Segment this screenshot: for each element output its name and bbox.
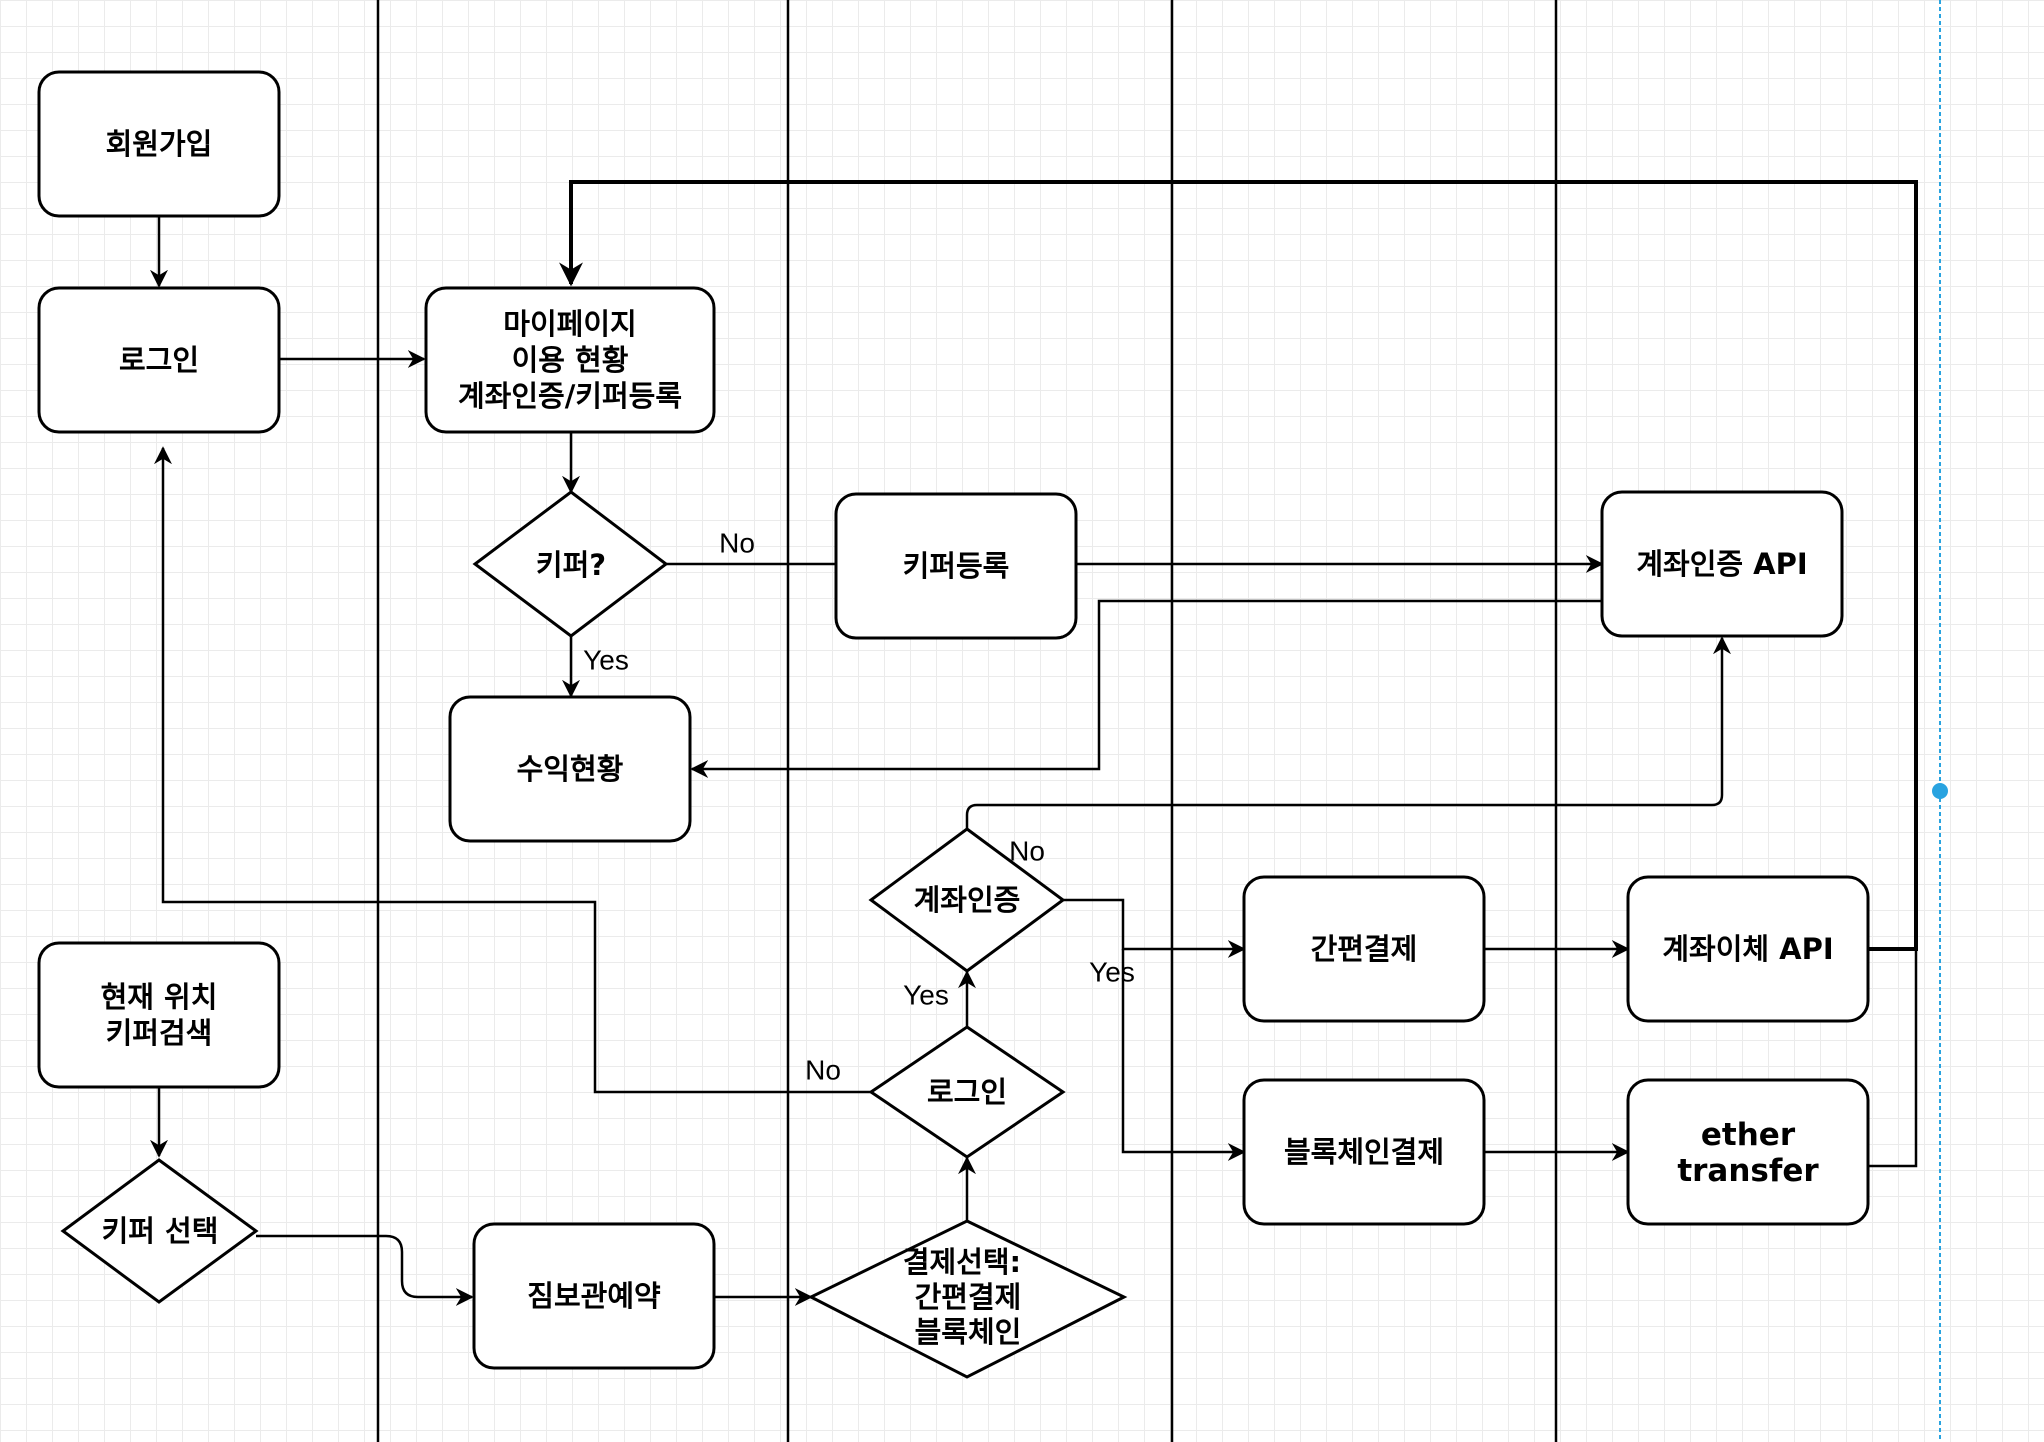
node-mypage-line-2: 이용 현황 xyxy=(512,343,629,377)
node-login-label: 로그인 xyxy=(119,343,199,377)
node-mypage[interactable]: 마이페이지 이용 현황 계좌인증/키퍼등록 xyxy=(424,286,716,434)
label-auth-no: No xyxy=(1009,836,1045,867)
edge-auth-check-simple-pay[interactable] xyxy=(1063,898,1246,958)
node-payment-select[interactable]: 결제선택: 간편결제 블록체인 xyxy=(807,1219,1128,1379)
node-location-search-line-2: 키퍼검색 xyxy=(106,1016,213,1050)
node-payment-select-line-2: 간편결제 xyxy=(915,1280,1022,1314)
label-keeper-yes: Yes xyxy=(583,645,629,676)
label-login-yes: Yes xyxy=(903,980,949,1011)
node-ether-transfer-line-1: ether xyxy=(1701,1117,1796,1153)
node-keeper-select-label: 키퍼 선택 xyxy=(102,1214,219,1248)
node-account-auth-api-label: 계좌인증 API xyxy=(1636,547,1807,581)
node-mypage-line-1: 마이페이지 xyxy=(503,307,636,341)
node-payment-select-line-1: 결제선택: xyxy=(903,1245,1021,1279)
edges xyxy=(150,180,1918,1306)
node-blockchain-pay-label: 블록체인결제 xyxy=(1284,1135,1444,1169)
node-account-auth-api[interactable]: 계좌인증 API xyxy=(1600,490,1844,638)
node-account-transfer-api[interactable]: 계좌이체 API xyxy=(1626,875,1870,1023)
node-keeper-check[interactable]: 키퍼? xyxy=(472,490,669,638)
node-keeper-register[interactable]: 키퍼등록 xyxy=(834,492,1078,640)
edge-transfer-api-mypage[interactable] xyxy=(559,180,1918,951)
node-keeper-check-label: 키퍼? xyxy=(536,548,606,582)
node-login-check[interactable]: 로그인 xyxy=(868,1025,1066,1159)
node-location-search[interactable]: 현재 위치 키퍼검색 xyxy=(37,941,281,1089)
nodes: 회원가입 로그인 마이페이지 이용 현황 계좌인증/키퍼등록 키퍼? 키퍼등록 … xyxy=(37,70,1870,1379)
label-login-no: No xyxy=(805,1055,841,1086)
node-simple-pay[interactable]: 간편결제 xyxy=(1242,875,1486,1023)
node-location-search-line-1: 현재 위치 xyxy=(101,980,218,1014)
node-login-check-label: 로그인 xyxy=(927,1075,1007,1109)
node-simple-pay-label: 간편결제 xyxy=(1311,932,1418,966)
edge-labels: No Yes No Yes Yes No xyxy=(583,528,1135,1086)
node-storage-reserve[interactable]: 짐보관예약 xyxy=(472,1222,716,1370)
node-earnings-label: 수익현황 xyxy=(517,752,624,786)
edge-ether-mypage[interactable] xyxy=(1868,949,1918,1168)
node-account-auth-check-label: 계좌인증 xyxy=(914,883,1021,917)
selection-handle[interactable] xyxy=(1932,783,1948,799)
edge-keeper-select-reserve[interactable] xyxy=(256,1234,474,1306)
node-mypage-line-3: 계좌인증/키퍼등록 xyxy=(458,379,682,413)
edge-auth-check-auth-api[interactable] xyxy=(965,636,1731,829)
node-ether-transfer[interactable]: ether transfer xyxy=(1626,1078,1870,1226)
edge-login-check-login[interactable] xyxy=(154,446,871,1094)
edge-auth-check-blockchain-pay[interactable] xyxy=(1121,949,1246,1161)
node-account-transfer-api-label: 계좌이체 API xyxy=(1662,932,1833,966)
node-signup-label: 회원가입 xyxy=(106,127,213,161)
node-payment-select-line-3: 블록체인 xyxy=(915,1315,1022,1349)
node-keeper-select[interactable]: 키퍼 선택 xyxy=(60,1158,259,1304)
edge-auth-api-earnings[interactable] xyxy=(690,599,1602,778)
node-blockchain-pay[interactable]: 블록체인결제 xyxy=(1242,1078,1486,1226)
node-earnings[interactable]: 수익현황 xyxy=(448,695,692,843)
node-keeper-register-label: 키퍼등록 xyxy=(903,549,1010,583)
label-auth-yes: Yes xyxy=(1089,957,1135,988)
node-signup[interactable]: 회원가입 xyxy=(37,70,281,218)
node-ether-transfer-line-2: transfer xyxy=(1677,1153,1819,1189)
swimlane-dividers xyxy=(376,0,1948,1442)
node-login[interactable]: 로그인 xyxy=(37,286,281,434)
label-keeper-no: No xyxy=(719,528,755,559)
node-storage-reserve-label: 짐보관예약 xyxy=(527,1279,661,1313)
node-account-auth-check[interactable]: 계좌인증 xyxy=(868,827,1066,973)
